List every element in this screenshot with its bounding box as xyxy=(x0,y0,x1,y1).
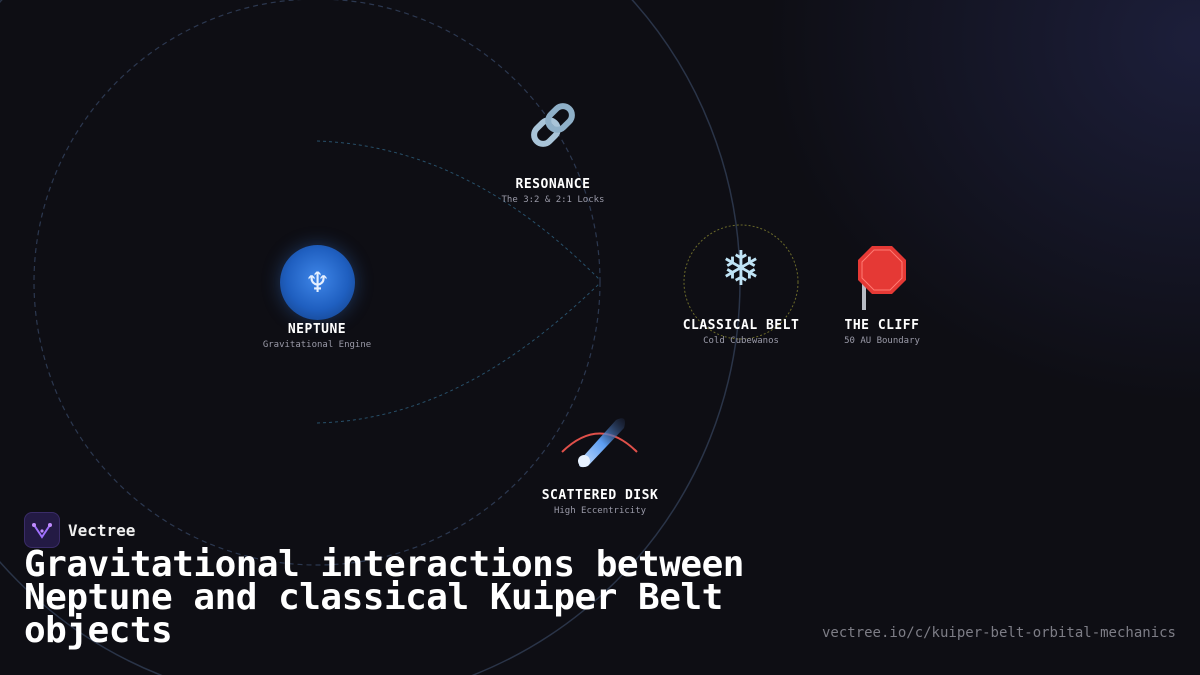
node-neptune: NEPTUNE Gravitational Engine xyxy=(237,322,397,358)
connector-upper xyxy=(316,140,601,281)
brand-name: Vectree xyxy=(68,520,136,540)
classical-belt-title: CLASSICAL BELT xyxy=(682,318,800,333)
snowflake-glyph: ❄ xyxy=(720,241,762,297)
node-cliff: THE CLIFF 50 AU Boundary xyxy=(812,240,952,350)
page-title: Gravitational interactions between Neptu… xyxy=(24,544,744,651)
classical-belt-subtitle: Cold Cubewanos xyxy=(703,336,779,346)
stop-sign-icon xyxy=(857,244,907,314)
neptune-orbit-ring xyxy=(33,0,601,566)
neptune-planet: ♆ xyxy=(280,245,355,320)
node-resonance: RESONANCE The 3:2 & 2:1 Locks xyxy=(483,95,623,210)
neptune-symbol-icon: ♆ xyxy=(304,266,331,299)
resonance-title: RESONANCE xyxy=(515,177,591,192)
scattered-disk-arc xyxy=(561,432,638,453)
classical-belt-ring xyxy=(683,224,799,340)
comet-icon xyxy=(572,410,632,470)
connector-lower xyxy=(316,282,601,424)
vectree-logo-icon xyxy=(24,512,60,548)
node-classical-belt: ❄ CLASSICAL BELT Cold Cubewanos xyxy=(661,240,821,350)
outer-orbit-ring xyxy=(0,0,741,675)
brand: Vectree xyxy=(24,512,135,548)
cliff-title: THE CLIFF xyxy=(844,318,920,333)
resonance-subtitle: The 3:2 & 2:1 Locks xyxy=(501,195,605,205)
neptune-title: NEPTUNE xyxy=(287,322,347,337)
neptune-subtitle: Gravitational Engine xyxy=(262,340,372,350)
scattered-disk-title: SCATTERED DISK xyxy=(541,488,659,503)
cliff-subtitle: 50 AU Boundary xyxy=(844,336,920,346)
source-url[interactable]: vectree.io/c/kuiper-belt-orbital-mechani… xyxy=(821,625,1176,641)
scattered-disk-subtitle: High Eccentricity xyxy=(553,506,647,516)
node-scattered-disk: SCATTERED DISK High Eccentricity xyxy=(520,405,680,520)
link-icon xyxy=(523,95,583,155)
snowflake-icon: ❄ xyxy=(711,240,771,298)
